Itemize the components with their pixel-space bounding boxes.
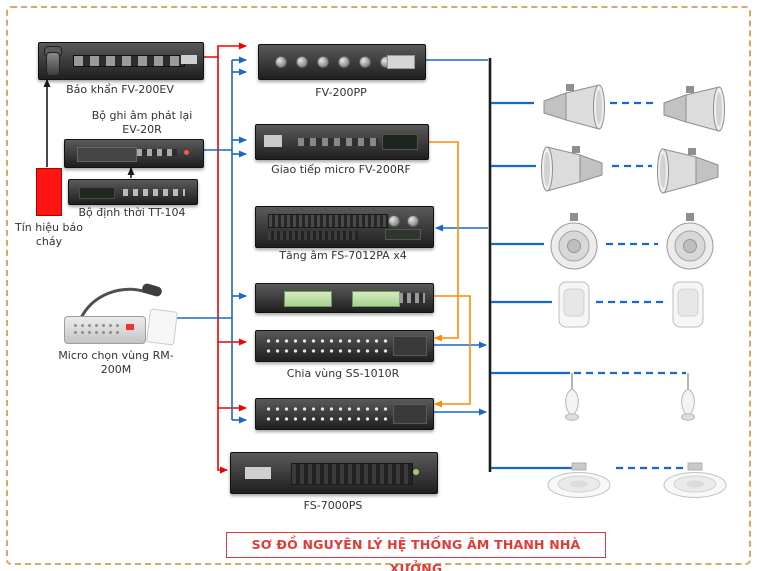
ceiling-speaker <box>545 462 613 504</box>
label-tt104: Bộ định thời TT-104 <box>78 206 186 219</box>
brand-plate <box>264 135 282 147</box>
brand-plate <box>245 467 271 479</box>
device-fv200pp <box>258 44 426 80</box>
label-fv200pp: FV-200PP <box>315 86 367 99</box>
device-buttons <box>137 149 177 156</box>
terminal-grid <box>264 404 389 424</box>
label-fs7012pa: Tăng âm FS-7012PA x4 <box>279 249 407 262</box>
handheld-mic-body <box>46 52 60 76</box>
device-ss1010r-2 <box>255 398 434 430</box>
vent-grille <box>268 214 388 228</box>
label-fire-signal: Tín hiệu báo cháy <box>15 221 83 248</box>
amp-meter <box>385 229 421 240</box>
round-horn-speaker <box>662 212 718 276</box>
device-rm200m <box>58 282 178 346</box>
label-ss1010r: Chia vùng SS-1010R <box>286 367 400 380</box>
fire-alarm-signal-box <box>36 168 62 216</box>
tape-deck <box>77 147 137 162</box>
zone-select-keys <box>72 322 120 336</box>
gooseneck-mic-icon <box>78 283 162 321</box>
lcd-display-right <box>352 291 400 307</box>
terminal-block <box>393 404 427 424</box>
pendant-speaker <box>676 373 700 429</box>
round-horn-speaker <box>546 212 602 276</box>
power-led <box>413 469 419 475</box>
amp-knobs <box>388 215 419 227</box>
label-fv200rf: Giao tiếp micro FV-200RF <box>271 163 411 176</box>
processor-buttons <box>399 293 425 303</box>
knob-row <box>275 56 392 68</box>
ceiling-speaker <box>661 462 729 504</box>
vent-grille <box>291 463 413 485</box>
device-ev20r <box>64 139 204 168</box>
wall-mount-speaker <box>554 280 594 334</box>
device-fv200rf <box>255 124 429 160</box>
talk-button <box>126 324 134 330</box>
device-ss1010r-1 <box>255 330 434 362</box>
vent-grille-lower <box>268 231 358 240</box>
device-fv200ev <box>38 42 204 80</box>
lcd-display-left <box>284 291 332 307</box>
diagram-title: SƠ ĐỒ NGUYÊN LÝ HỆ THỐNG ÂM THANH NHÀ XƯ… <box>226 532 606 571</box>
panel-plate <box>387 55 415 69</box>
horn-speaker <box>656 86 728 136</box>
device-digital-processor <box>255 283 434 313</box>
device-tt104 <box>68 179 198 205</box>
horn-speaker <box>654 148 726 198</box>
pendant-speaker <box>560 373 584 429</box>
front-controls <box>298 138 378 146</box>
wall-mount-speaker <box>668 280 708 334</box>
device-front-slots <box>73 55 185 67</box>
label-rm200m: Micro chọn vùng RM-200M <box>58 349 174 376</box>
label-fs7000ps: FS-7000PS <box>303 499 363 512</box>
status-display <box>382 134 418 150</box>
timer-buttons <box>123 189 185 196</box>
timer-display <box>79 187 115 199</box>
horn-speaker <box>538 146 610 196</box>
label-fv200ev: Báo khẩn FV-200EV <box>66 83 174 96</box>
horn-speaker <box>536 84 608 134</box>
device-fs7000ps <box>230 452 438 494</box>
device-front-tag <box>181 55 197 64</box>
accessory-card <box>146 308 178 346</box>
label-ev20r: Bộ ghi âm phát lại EV-20R <box>91 109 193 136</box>
power-led <box>184 150 189 155</box>
terminal-grid <box>264 336 389 356</box>
diagram-border <box>6 6 751 565</box>
device-fs7012pa <box>255 206 434 248</box>
terminal-block <box>393 336 427 356</box>
